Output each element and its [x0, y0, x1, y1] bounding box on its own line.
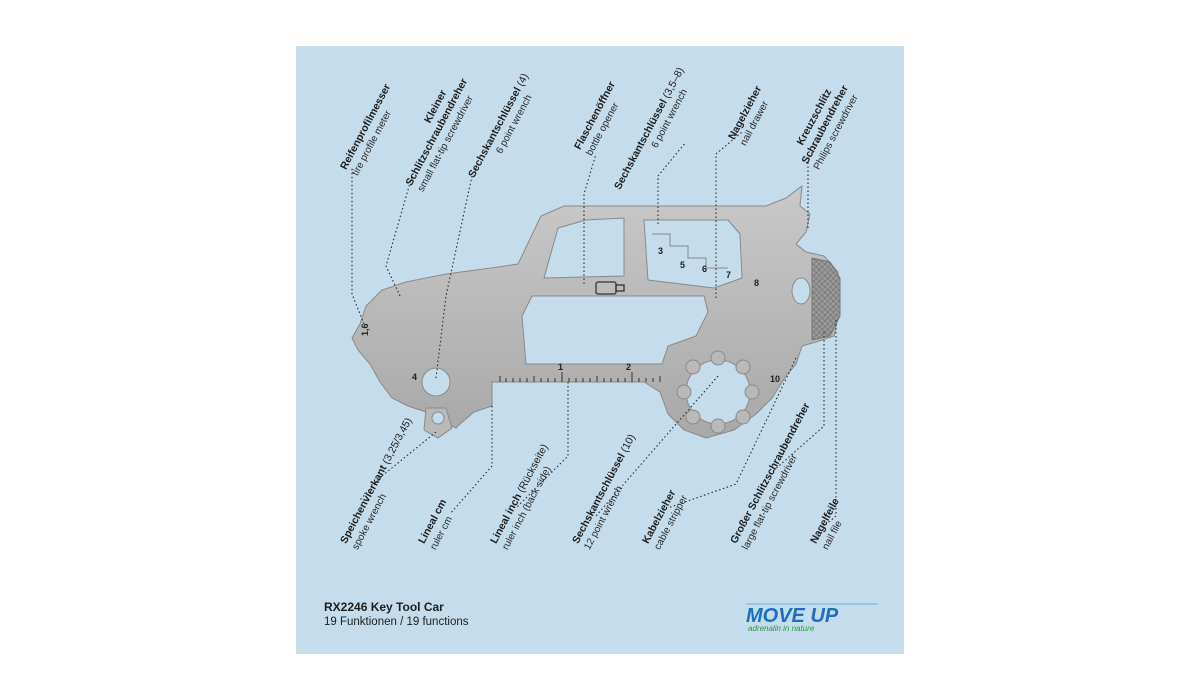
number-8: 8 — [754, 278, 759, 288]
nail-file-texture — [811, 257, 841, 341]
leader-lines — [351, 131, 837, 527]
number-10: 10 — [770, 374, 780, 384]
product-panel: 1,6 3 5 6 7 8 4 10 1 2 Reifenprofilm — [296, 46, 904, 654]
twelve-point-wrench-hole — [676, 350, 760, 434]
number-6: 6 — [702, 264, 707, 274]
number-7: 7 — [726, 270, 731, 280]
car-tool-body — [351, 184, 841, 439]
key-tool-illustration: 1,6 3 5 6 7 8 4 10 1 2 — [351, 131, 841, 527]
product-caption: RX2246 Key Tool Car 19 Funktionen / 19 f… — [324, 600, 469, 630]
logo-wordmark: MOVE UP — [746, 605, 839, 627]
ruler-ticks — [499, 372, 661, 382]
ruler-number-2: 2 — [626, 362, 631, 372]
hex-wrench-steps — [652, 233, 728, 269]
ruler-number-1: 1 — [558, 362, 563, 372]
product-name: RX2246 Key Tool Car — [324, 600, 444, 614]
logo-tagline: adrenalin in nature — [748, 624, 815, 633]
front-wheel-wrench — [421, 367, 453, 439]
bottle-icon — [595, 281, 625, 295]
number-5: 5 — [680, 260, 685, 270]
product-functions: 19 Funktionen / 19 functions — [324, 616, 469, 628]
moveup-logo: MOVE UP adrenalin in nature — [746, 603, 878, 633]
number-4: 4 — [412, 372, 417, 382]
number-1-6: 1,6 — [360, 323, 370, 336]
number-3: 3 — [658, 246, 663, 256]
